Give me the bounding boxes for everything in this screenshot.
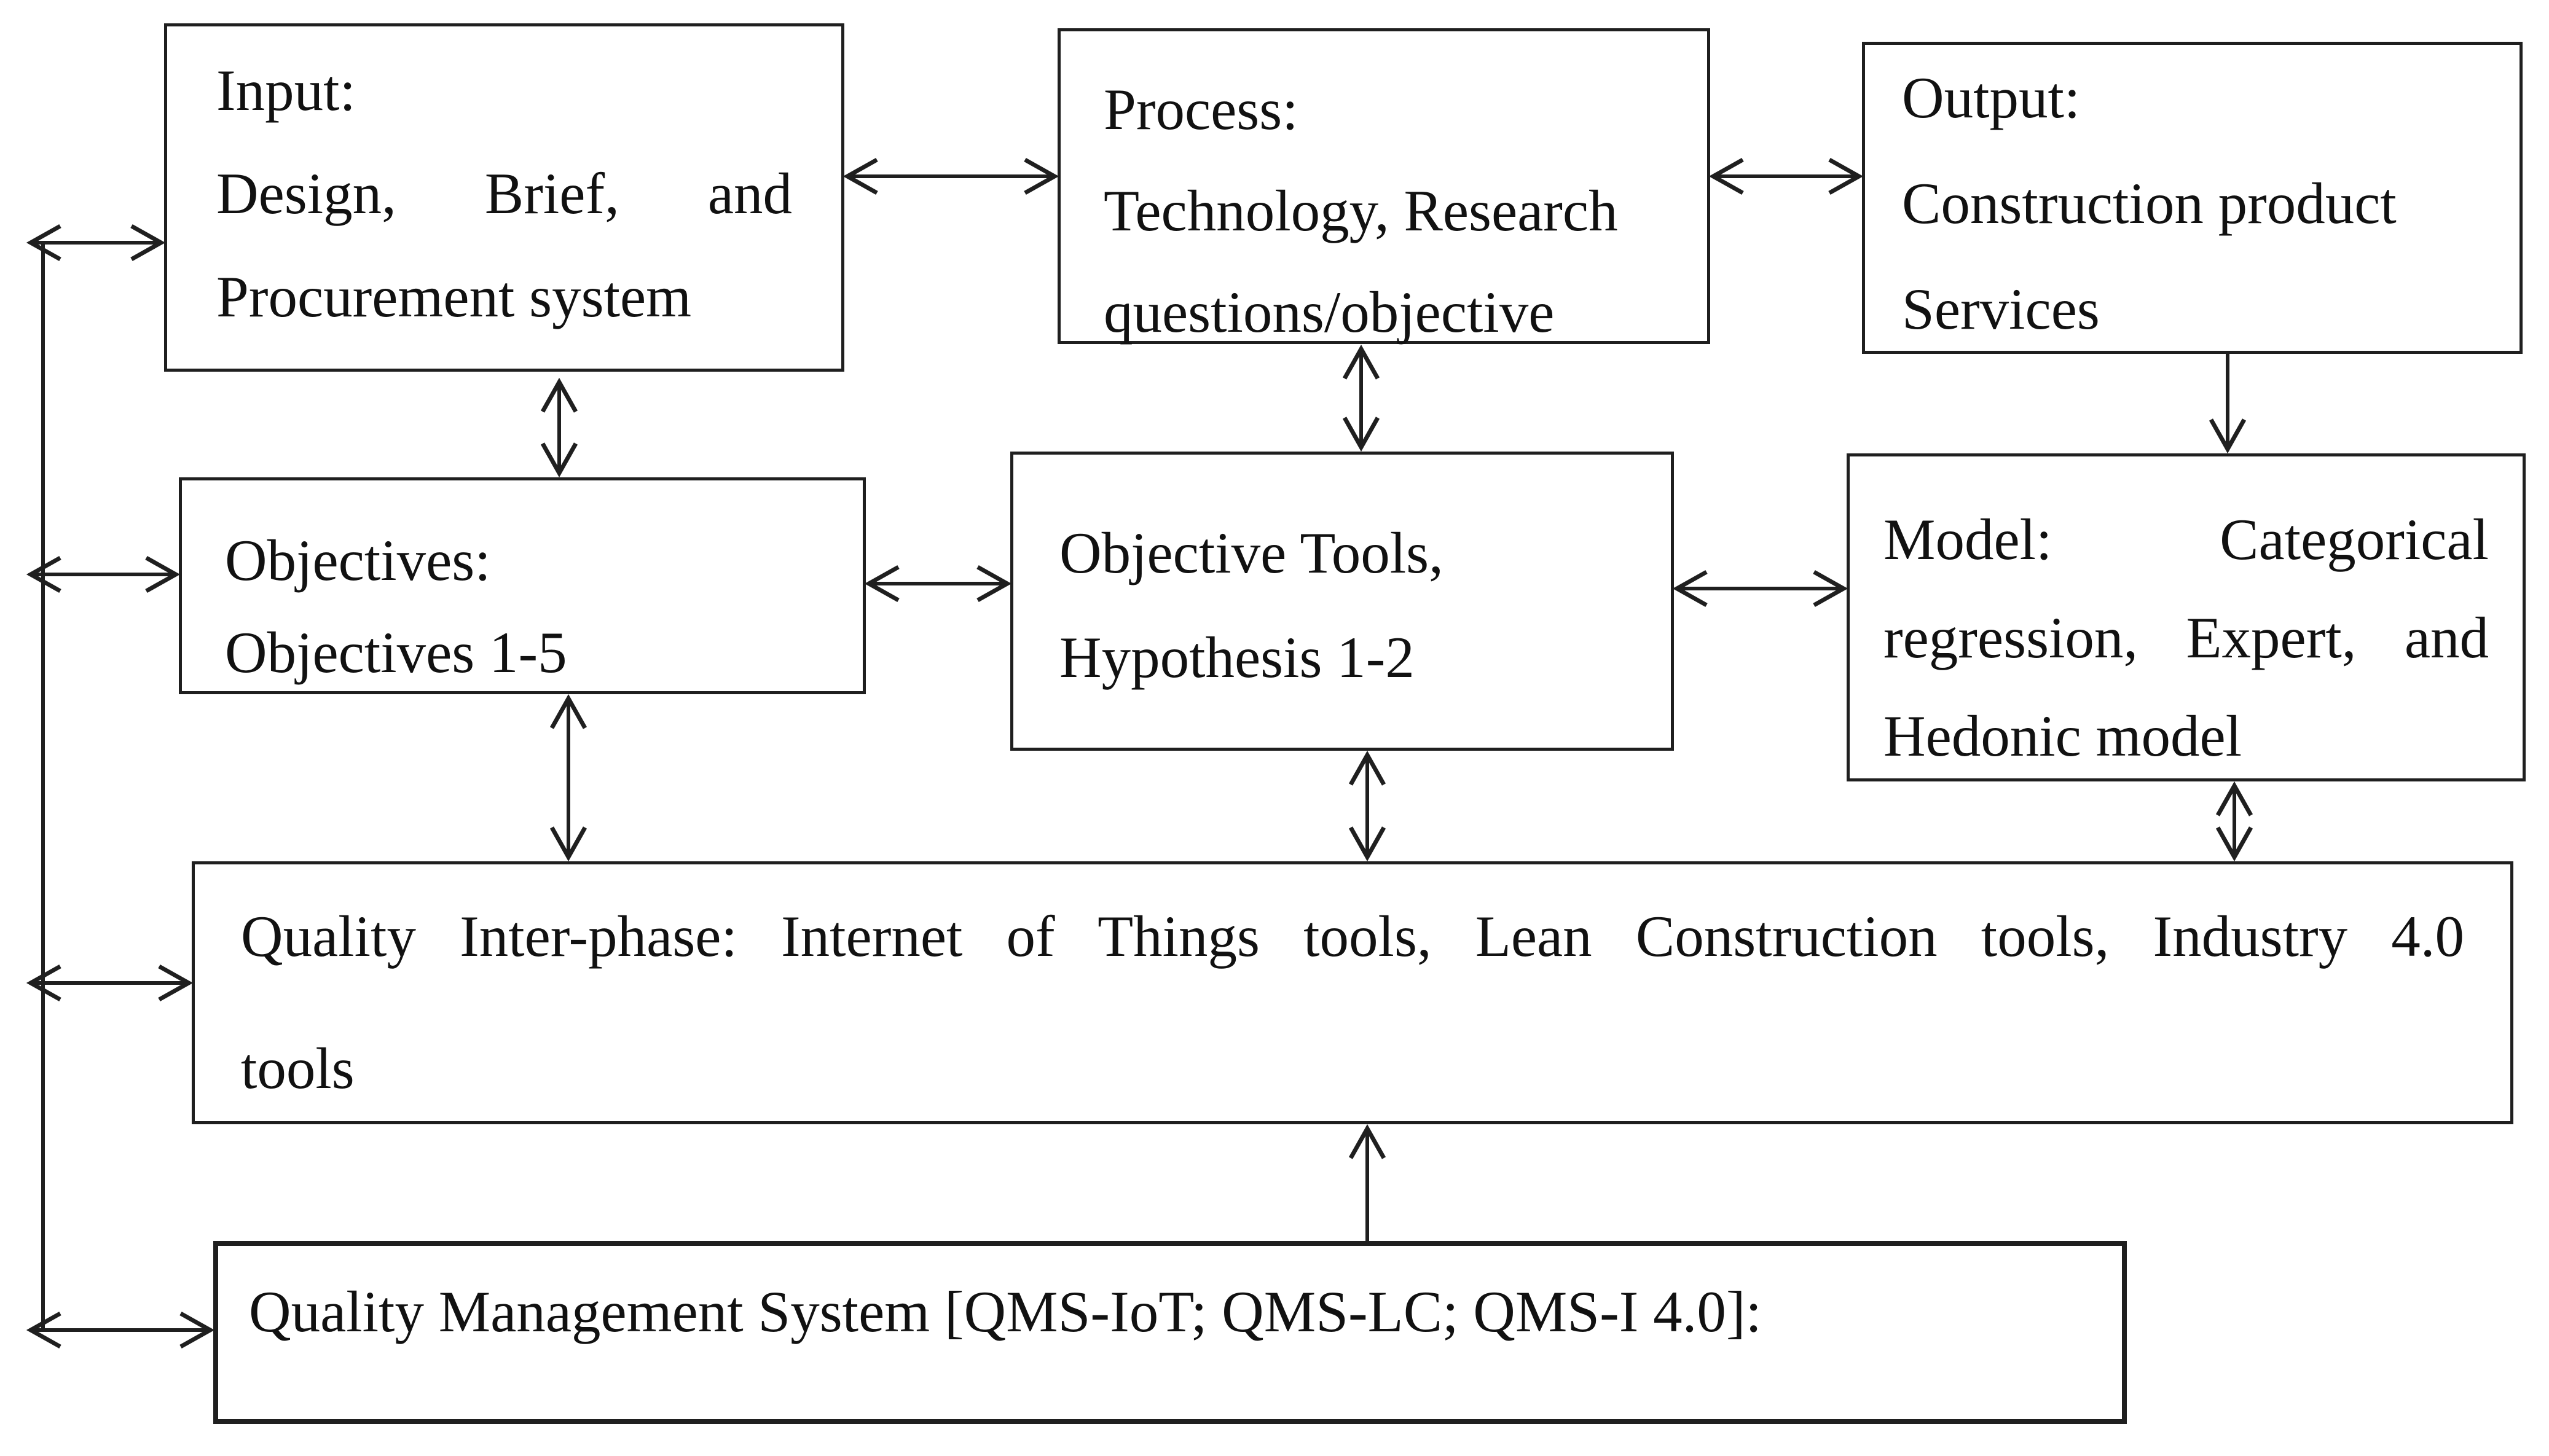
- box-text-line: Construction product: [1902, 171, 2397, 236]
- box-text-line: Procurement system: [216, 264, 692, 329]
- box-text-line: Objectives:: [225, 528, 491, 593]
- box-text-line: Hedonic model: [1883, 703, 2242, 769]
- quality-interphase-box: Quality Inter-phase: Internet of Things …: [192, 861, 2513, 1124]
- box-text-line: regression, Expert, and: [1883, 605, 2489, 670]
- box-text-line: Quality Management System [QMS-IoT; QMS-…: [249, 1279, 1762, 1344]
- box-text-line: Output:: [1902, 65, 2081, 130]
- box-text-line: Services: [1902, 276, 2100, 342]
- box-text-line: Input:: [216, 58, 356, 123]
- input-box: Input: Design, Brief, and Procurement sy…: [164, 23, 844, 372]
- box-text-line: Model: Categorical: [1883, 507, 2489, 572]
- box-text-line: questions/objective: [1104, 280, 1555, 345]
- box-text-line: tools: [241, 1036, 355, 1101]
- process-box: Process: Technology, Research questions/…: [1058, 28, 1710, 345]
- objectives-box: Objectives: Objectives 1-5: [179, 477, 866, 694]
- qms-box: Quality Management System [QMS-IoT; QMS-…: [213, 1241, 2127, 1424]
- box-text-line: Objective Tools,: [1059, 520, 1443, 585]
- model-box: Model: Categorical regression, Expert, a…: [1847, 453, 2526, 781]
- box-text-line: Process:: [1104, 77, 1298, 142]
- box-text-line: Design, Brief, and: [216, 161, 792, 226]
- box-text-line: Objectives 1-5: [225, 620, 567, 685]
- box-text-line: Quality Inter-phase: Internet of Things …: [241, 904, 2464, 969]
- output-box: Output: Construction product Services: [1862, 42, 2523, 354]
- box-text-line: Hypothesis 1-2: [1059, 625, 1415, 690]
- objective-tools-box: Objective Tools, Hypothesis 1-2: [1010, 452, 1674, 751]
- box-text-line: Technology, Research: [1104, 178, 1618, 243]
